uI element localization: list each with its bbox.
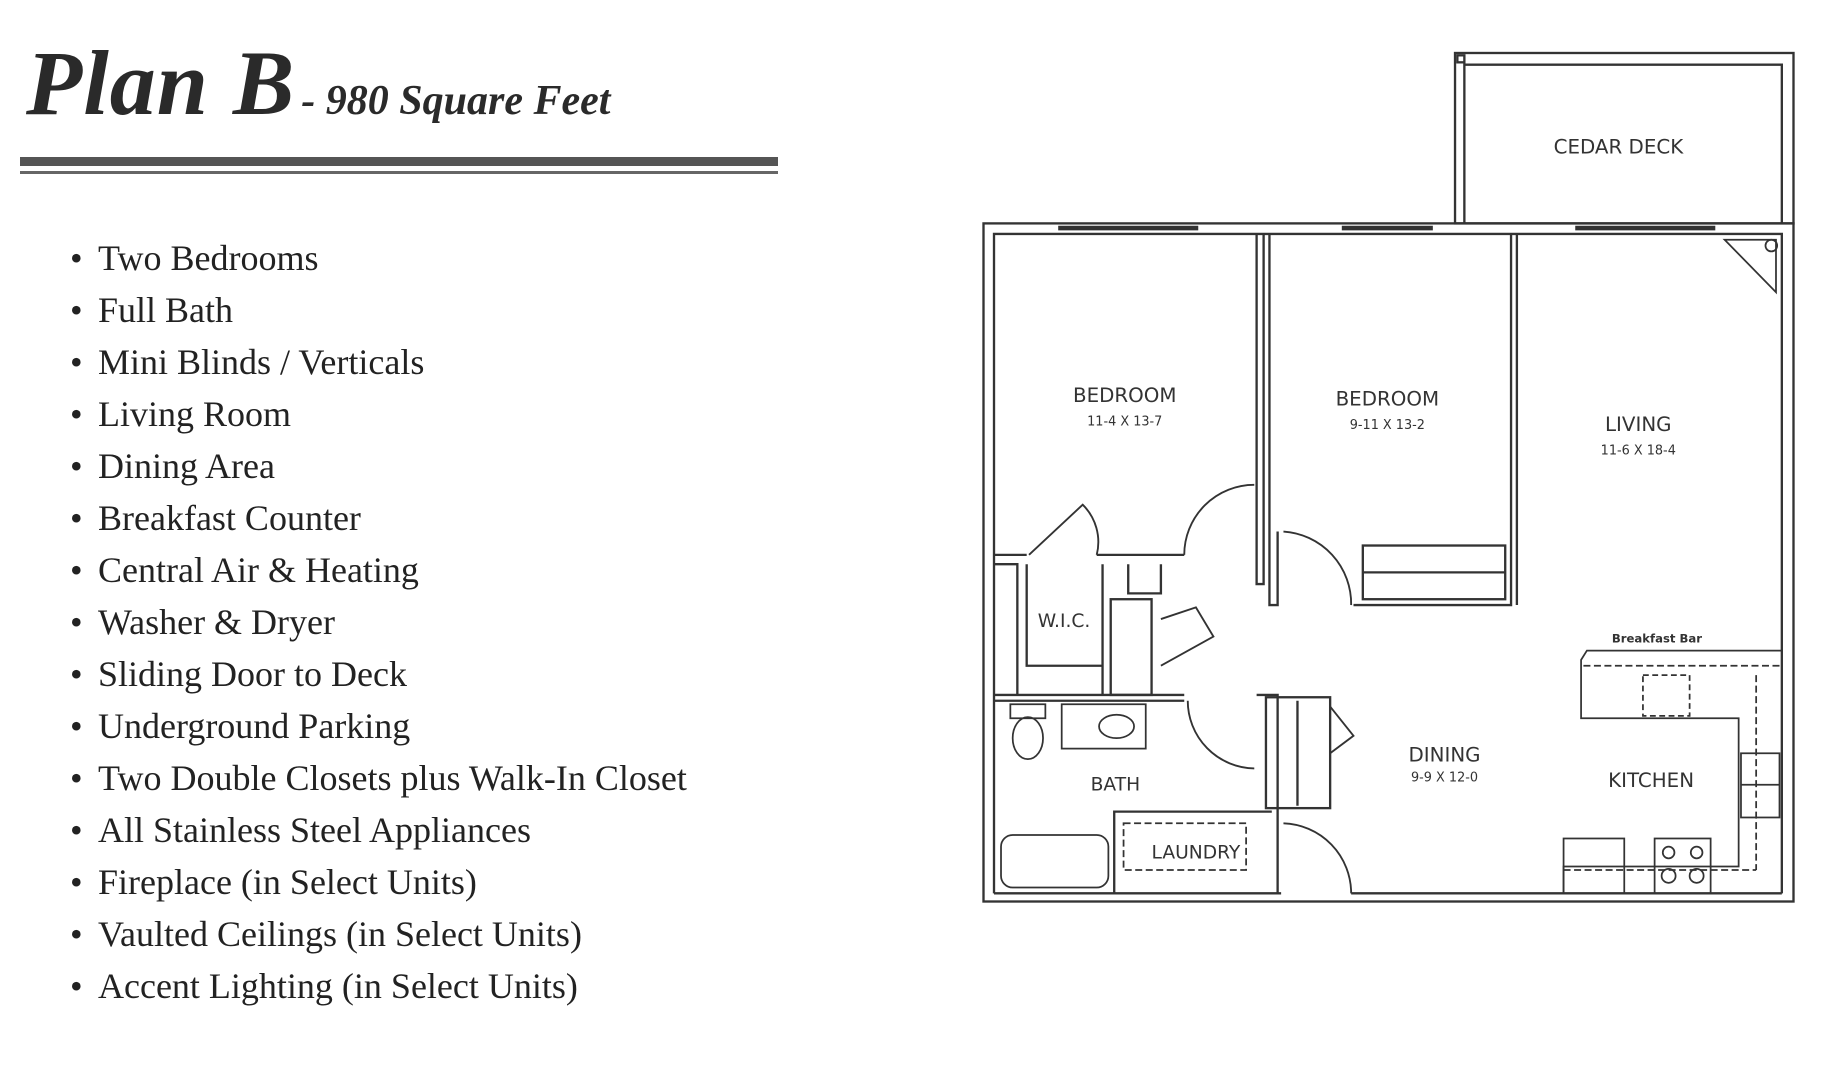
feature-item: •Underground Parking bbox=[70, 706, 411, 746]
feature-item: •Two Bedrooms bbox=[70, 238, 319, 278]
feature-item: •Full Bath bbox=[70, 290, 234, 330]
floor-plan: CEDAR DECK BEDROOM 11-4 X 13-7 BEDROOM 9… bbox=[982, 51, 1795, 903]
interior-walls bbox=[994, 233, 1519, 894]
feature-item: •Fireplace (in Select Units) bbox=[70, 862, 477, 902]
divider-thick bbox=[20, 157, 778, 166]
room-labels: CEDAR DECK BEDROOM 11-4 X 13-7 BEDROOM 9… bbox=[1038, 135, 1703, 863]
label-bath: BATH bbox=[1091, 775, 1141, 796]
exterior-walls bbox=[982, 222, 1795, 903]
feature-item: •Washer & Dryer bbox=[70, 602, 336, 642]
feature-item: •Accent Lighting (in Select Units) bbox=[70, 966, 578, 1006]
label-bedroom-2: BEDROOM bbox=[1336, 387, 1440, 410]
label-living: LIVING bbox=[1605, 413, 1672, 436]
label-wic: W.I.C. bbox=[1038, 611, 1091, 632]
feature-item: •Vaulted Ceilings (in Select Units) bbox=[70, 914, 582, 954]
feature-item: •Two Double Closets plus Walk-In Closet bbox=[70, 758, 687, 798]
label-cedar-deck: CEDAR DECK bbox=[1554, 135, 1685, 158]
label-kitchen: KITCHEN bbox=[1608, 769, 1694, 792]
feature-item: •Dining Area bbox=[70, 446, 275, 486]
label-bedroom-1: BEDROOM bbox=[1073, 384, 1177, 407]
dims-living: 11-6 X 18-4 bbox=[1601, 443, 1676, 458]
label-dining: DINING bbox=[1409, 743, 1481, 766]
dims-bedroom-2: 9-11 X 13-2 bbox=[1350, 418, 1425, 433]
dims-dining: 9-9 X 12-0 bbox=[1411, 770, 1478, 785]
plan-title: Plan B- 980 Square Feet bbox=[26, 30, 610, 136]
feature-item: •All Stainless Steel Appliances bbox=[70, 810, 531, 850]
label-breakfast-bar: Breakfast Bar bbox=[1612, 631, 1702, 645]
kitchen-counters bbox=[1562, 238, 1782, 895]
plan-name: Plan B bbox=[26, 32, 296, 134]
doors bbox=[1028, 483, 1355, 894]
feature-item: •Breakfast Counter bbox=[70, 498, 361, 538]
dims-bedroom-1: 11-4 X 13-7 bbox=[1087, 414, 1162, 429]
bath-fixtures bbox=[1000, 703, 1247, 889]
divider-thin bbox=[20, 171, 778, 174]
label-laundry: LAUNDRY bbox=[1152, 842, 1241, 863]
feature-item: •Mini Blinds / Verticals bbox=[70, 342, 425, 382]
feature-item: •Sliding Door to Deck bbox=[70, 654, 407, 694]
feature-list: •Two Bedrooms •Full Bath •Mini Blinds / … bbox=[70, 232, 687, 1012]
feature-item: •Living Room bbox=[70, 394, 292, 434]
feature-item: •Central Air & Heating bbox=[70, 550, 419, 590]
plan-square-footage: - 980 Square Feet bbox=[301, 78, 611, 124]
